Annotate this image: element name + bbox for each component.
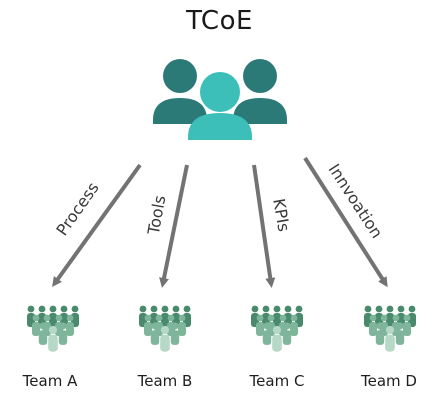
arrow-process [52,163,142,288]
team-label-c: Team C [249,372,305,390]
arrow-label-kpis: KPIs [269,197,293,233]
arrow-innovation [303,156,388,288]
team-crowd-icon-c [251,305,303,352]
arrows [52,156,388,288]
team-label-b: Team B [137,372,193,390]
arrow-label-tools: Tools [144,194,170,237]
arrow-tools [159,164,189,288]
people-group-icon [153,59,287,140]
team-crowd-icon-d [364,305,416,352]
team-crowd-icon-b [139,305,191,352]
arrow-kpis [252,164,276,288]
team-crowd-icon-a [27,305,79,352]
team-crowds [27,305,416,352]
diagram-title: TCoE [186,6,253,36]
team-label-d: Team D [361,372,417,390]
team-label-a: Team A [22,372,78,390]
